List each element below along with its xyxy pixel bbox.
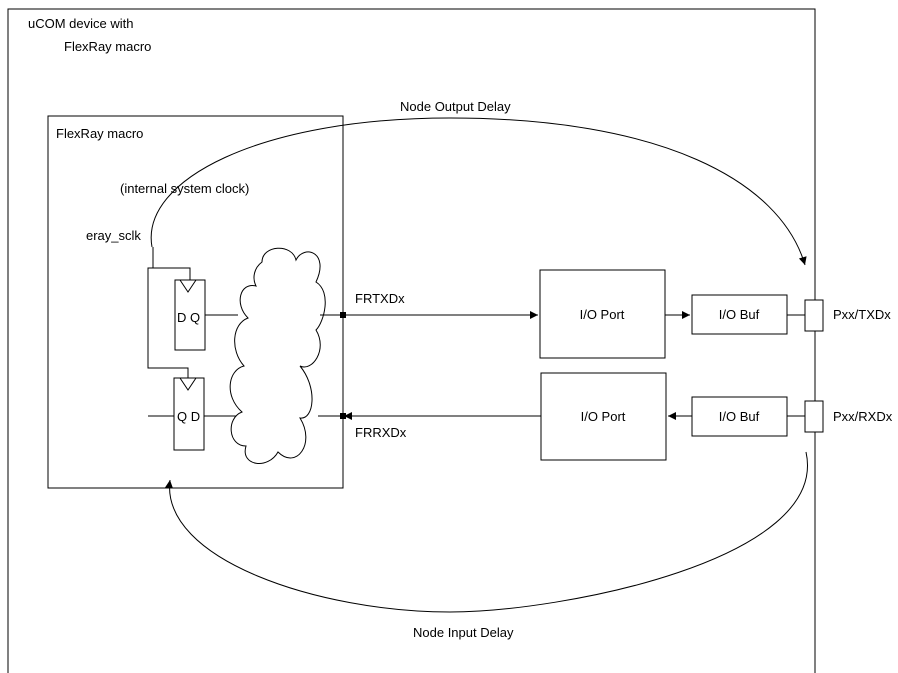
- rx-pin: [804, 400, 824, 433]
- tx-pin: [804, 299, 824, 332]
- frtxdx-label: FRTXDx: [355, 291, 405, 306]
- tx-flipflop-clock-icon: [179, 279, 197, 293]
- rx-flipflop-label: Q D: [177, 409, 200, 424]
- rx-pin-label: Pxx/RXDx: [833, 409, 893, 424]
- clock-note: (internal system clock): [120, 181, 249, 196]
- tx-io-port-block: [539, 269, 666, 359]
- tx-io-port-label: I/O Port: [580, 307, 625, 322]
- clock-signal-label: eray_sclk: [86, 228, 141, 243]
- rx-io-port-block: [540, 372, 667, 461]
- node-output-delay-arc: [150, 117, 807, 266]
- frrxdx-label: FRRXDx: [355, 425, 407, 440]
- macro-title: FlexRay macro: [56, 126, 143, 141]
- rx-flipflop-clock-icon: [179, 377, 197, 391]
- tx-pin-label: Pxx/TXDx: [833, 307, 891, 322]
- rx-io-port-label: I/O Port: [581, 409, 626, 424]
- node-input-delay-label: Node Input Delay: [413, 625, 514, 640]
- node-input-delay-arc: [165, 451, 808, 613]
- node-output-delay-label: Node Output Delay: [400, 99, 511, 114]
- logic-cloud: [229, 247, 326, 464]
- device-title-line1: uCOM device with: [28, 16, 133, 31]
- clock-wire: [147, 247, 191, 378]
- frrxdx-port-square: [340, 413, 346, 419]
- rx-io-buf-label: I/O Buf: [719, 409, 760, 424]
- ucom-device-boundary: [7, 8, 816, 673]
- tx-flipflop-label: D Q: [177, 310, 200, 325]
- tx-io-buf-label: I/O Buf: [719, 307, 760, 322]
- rx-flipflop: [173, 377, 205, 451]
- device-title-line2: FlexRay macro: [64, 39, 151, 54]
- rx-io-buf-block: [691, 396, 788, 437]
- frtxdx-port-square: [340, 312, 346, 318]
